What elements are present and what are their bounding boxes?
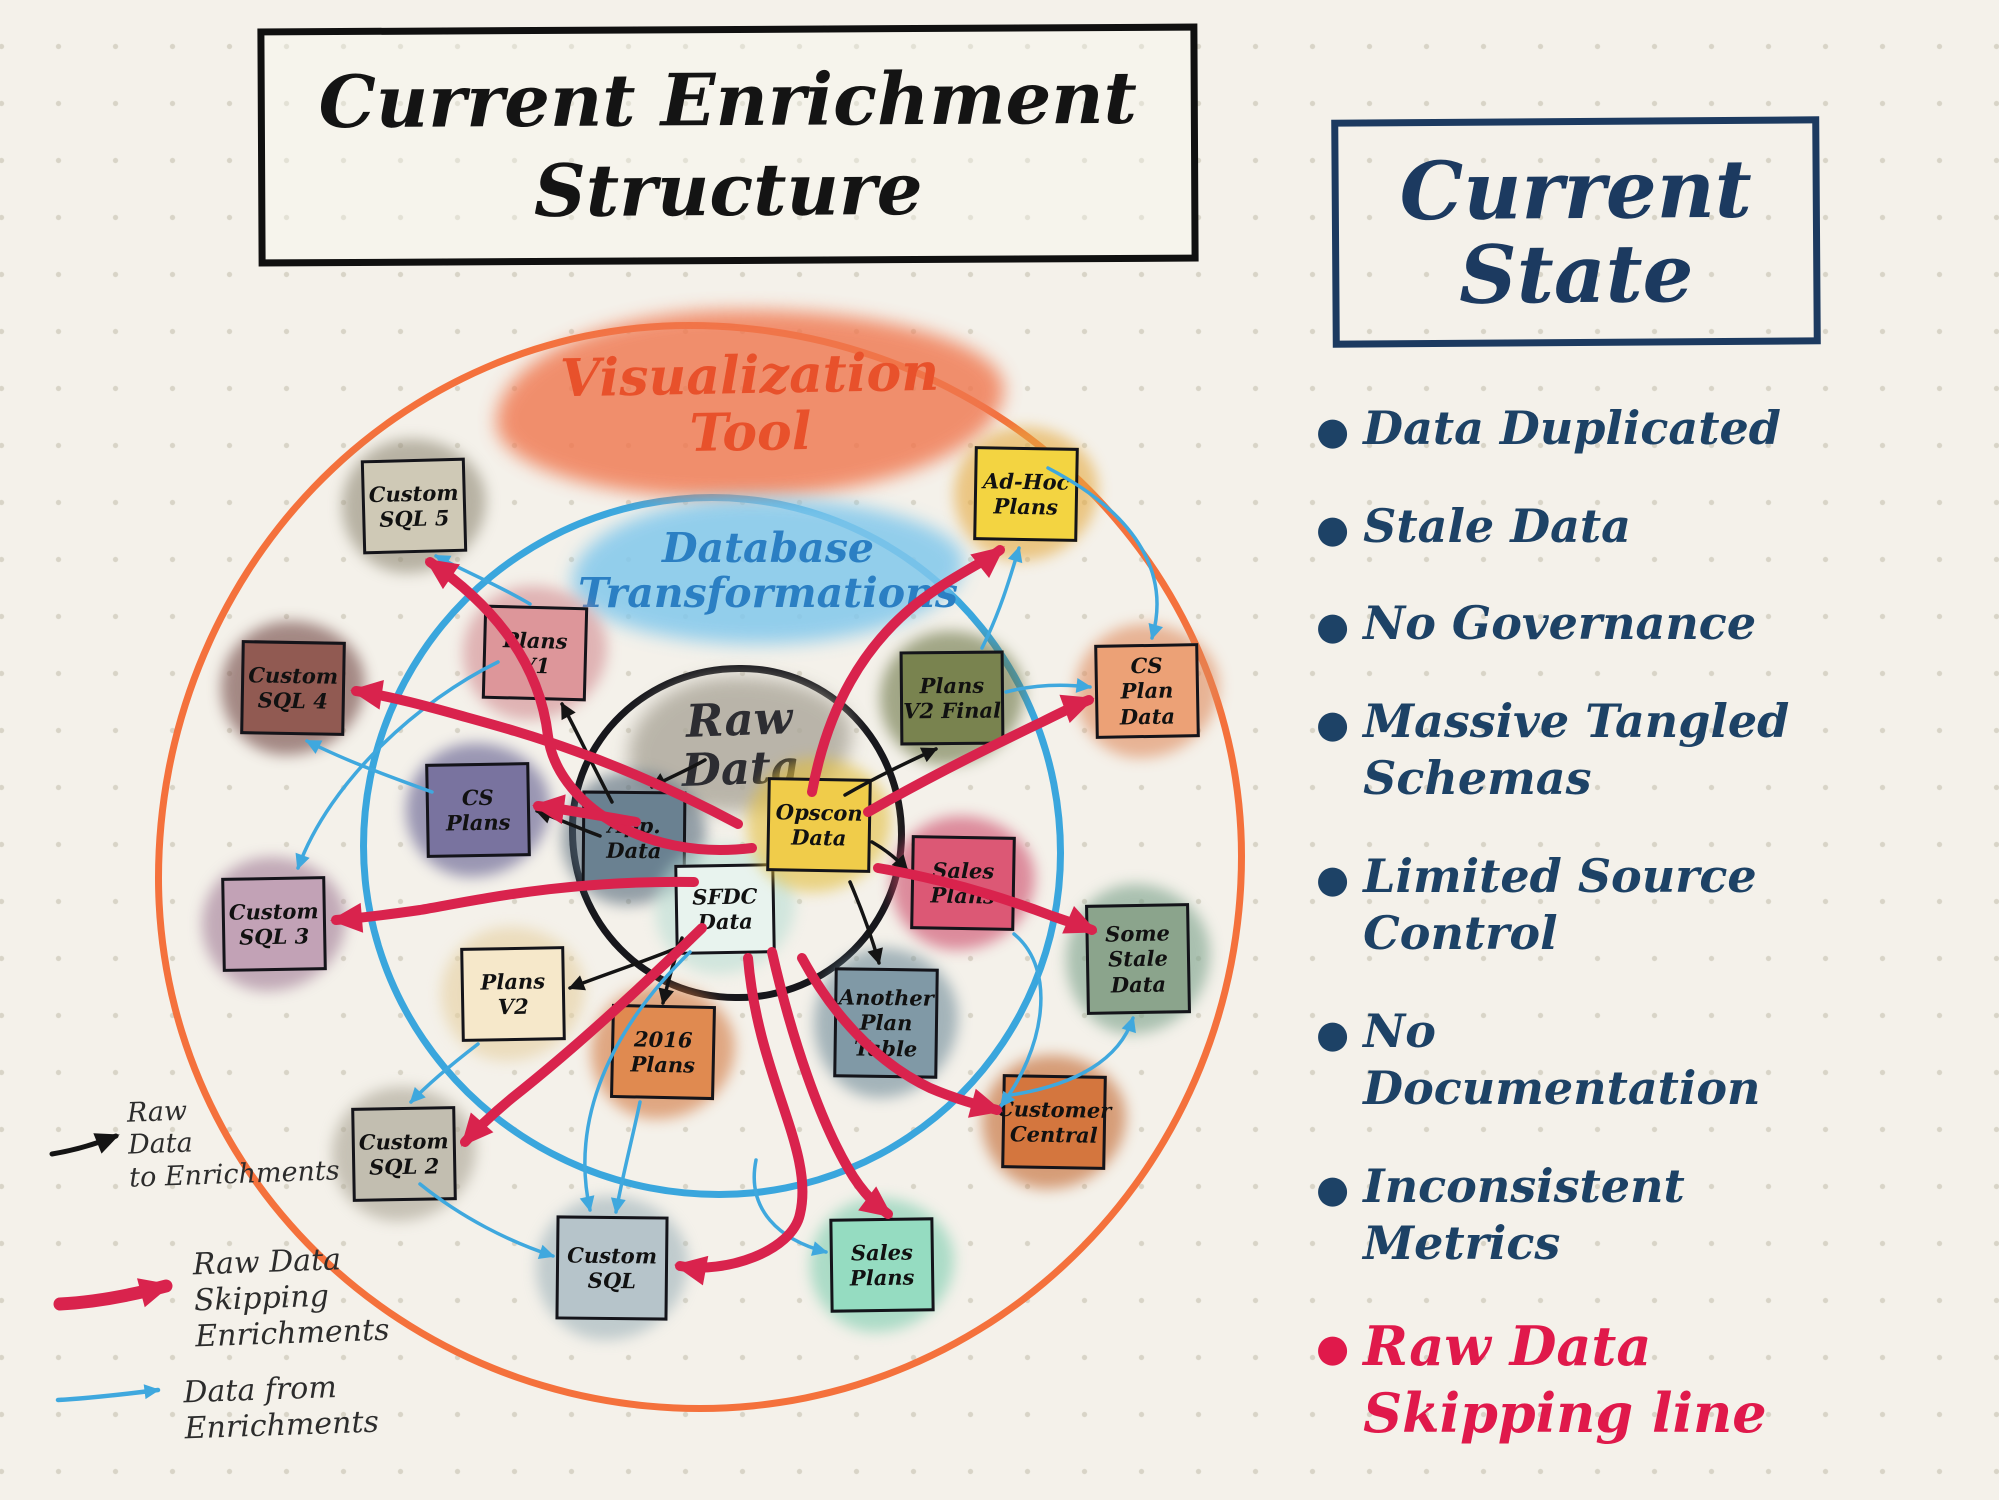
node-box: Some Stale Data <box>1085 903 1191 1015</box>
node-plans-v1: Plans V1 <box>463 586 607 720</box>
node-label: Custom SQL 5 <box>368 479 459 532</box>
legend-black-arrow <box>49 1133 120 1157</box>
node-label: Some Stale Data <box>1104 920 1171 998</box>
node-label: Custom SQL 2 <box>358 1128 449 1180</box>
node-cs-plans: CS Plans <box>406 743 550 877</box>
state-item-text: Raw Data Skipping line <box>1363 1313 1767 1446</box>
diagram-title: Current Enrichment Structure <box>318 54 1138 234</box>
node-box: CS Plan Data <box>1094 643 1200 739</box>
legend-data-from-enrichments-label: Data from Enrichments <box>182 1370 380 1447</box>
state-item-massive-tangled-schemas: ● Massive Tangled Schemas <box>1316 693 1992 808</box>
node-custom-sql-4: Custom SQL 4 <box>221 621 365 755</box>
node-custom-sql-5: Custom SQL 5 <box>342 439 486 573</box>
bullet-dot: ● <box>1316 1010 1350 1056</box>
node-ad-hoc-plans: Ad-Hoc Plans <box>954 427 1098 561</box>
bullet-dot: ● <box>1316 603 1350 648</box>
legend-red-arrow <box>53 1278 173 1311</box>
state-item-text: Inconsistent Metrics <box>1363 1158 1685 1271</box>
bullet-dot: ● <box>1316 408 1350 453</box>
node-box: Another Plan Table <box>833 967 939 1079</box>
database-transformations-label: Database Transformations <box>572 498 964 644</box>
state-item-raw-data-skipping-line: ● Raw Data Skipping line <box>1316 1313 1992 1448</box>
node-box: 2016 Plans <box>610 1003 716 1101</box>
ring-label-text: Visualization Tool <box>559 341 940 465</box>
state-item-data-duplicated: ● Data Duplicated <box>1316 400 1992 458</box>
node-box: Sales Plans <box>910 835 1016 931</box>
node-label: Plans V2 Final <box>903 672 1002 724</box>
legend-blue-arrow <box>55 1384 161 1403</box>
current-state-box: Current State <box>1331 116 1821 348</box>
title-box: Current Enrichment Structure <box>257 23 1199 267</box>
node-label: Custom SQL <box>567 1242 658 1294</box>
node-box: SFDC Data <box>674 863 776 955</box>
state-item-text: Massive Tangled Schemas <box>1363 693 1790 806</box>
node-box: Opscon Data <box>766 777 872 873</box>
node-box: Plans V2 Final <box>899 650 1005 746</box>
node-box: Plans V2 <box>460 946 566 1042</box>
node-plans-v2: Plans V2 <box>441 927 585 1061</box>
node-box: Custom SQL 2 <box>351 1106 457 1202</box>
node-label: Sales Plans <box>930 857 996 909</box>
state-item-limited-source-control: ● Limited Source Control <box>1316 848 1992 963</box>
node-label: Custom SQL 3 <box>228 898 319 950</box>
current-state-list: ● Data Duplicated ● Stale Data ● No Gove… <box>1316 400 1992 1448</box>
node-label: Custom SQL 4 <box>248 662 339 714</box>
node-customer-central: Customer Central <box>982 1055 1126 1189</box>
node-some-stale-data: Some Stale Data <box>1066 884 1210 1034</box>
node-plans-v2-final: Plans V2 Final <box>880 631 1024 765</box>
legend-raw-skipping-label: Raw Data Skipping Enrichments <box>192 1242 391 1355</box>
node-label: Ad-Hoc Plans <box>982 468 1070 520</box>
legend-raw-to-enrichments-label: Raw Data to Enrichments <box>126 1095 341 1194</box>
state-item-inconsistent-metrics: ● Inconsistent Metrics <box>1316 1158 1992 1273</box>
node-label: Customer Central <box>996 1095 1112 1148</box>
node-box: Plans V1 <box>481 604 589 702</box>
node-box: CS Plans <box>425 762 531 858</box>
node-box: Sales Plans <box>829 1217 935 1313</box>
node-label: App. Data <box>606 812 662 864</box>
bullet-dot: ● <box>1316 505 1350 551</box>
node-custom-sql: Custom SQL <box>536 1196 688 1340</box>
state-item-text: Stale Data <box>1363 498 1631 553</box>
state-item-text: Data Duplicated <box>1363 401 1781 455</box>
node-custom-sql-3: Custom SQL 3 <box>202 857 346 991</box>
bullet-dot: ● <box>1316 1324 1350 1370</box>
visualization-tool-label: Visualization Tool <box>494 305 1006 503</box>
node-box: Custom SQL 3 <box>221 876 327 972</box>
state-item-text: No Governance <box>1363 596 1757 650</box>
node-box: Custom SQL 4 <box>240 640 346 736</box>
state-item-text: Limited Source Control <box>1363 848 1757 961</box>
node-box: Custom SQL <box>555 1215 669 1321</box>
node-custom-sql-2: Custom SQL 2 <box>332 1087 476 1221</box>
state-item-stale-data: ● Stale Data <box>1316 498 1992 556</box>
node-label: CS Plans <box>445 784 511 836</box>
node-2016-plans: 2016 Plans <box>591 985 735 1119</box>
bullet-dot: ● <box>1316 700 1350 746</box>
node-box: Customer Central <box>997 1074 1112 1170</box>
node-box: Ad-Hoc Plans <box>973 446 1079 542</box>
node-sfdc-data: SFDC Data <box>655 844 795 974</box>
bullet-dot: ● <box>1316 855 1350 901</box>
node-label: Plans V1 <box>502 626 568 679</box>
state-item-text: No Documentation <box>1363 1003 1761 1116</box>
ring-label-text: Database Transformations <box>578 523 958 617</box>
node-sales-plans-transform: Sales Plans <box>891 816 1035 950</box>
node-another-plan-table: Another Plan Table <box>814 948 958 1098</box>
node-opscon-data: Opscon Data <box>747 758 891 892</box>
bullet-dot: ● <box>1316 1165 1350 1211</box>
current-state-title: Current State <box>1399 141 1753 322</box>
node-label: CS Plan Data <box>1119 652 1176 730</box>
node-label: Plans V2 <box>480 968 546 1020</box>
node-label: Sales Plans <box>849 1239 915 1291</box>
node-label: SFDC Data <box>692 883 758 935</box>
node-box: Custom SQL 5 <box>360 457 468 555</box>
state-item-no-governance: ● No Governance <box>1316 595 1992 653</box>
state-item-no-documentation: ● No Documentation <box>1316 1003 1992 1118</box>
node-cs-plan-data: CS Plan Data <box>1075 624 1219 758</box>
node-label: Another Plan Table <box>838 984 935 1062</box>
node-label: 2016 Plans <box>630 1026 696 1078</box>
node-label: Opscon Data <box>775 799 863 851</box>
node-sales-plans-viz: Sales Plans <box>810 1198 954 1332</box>
